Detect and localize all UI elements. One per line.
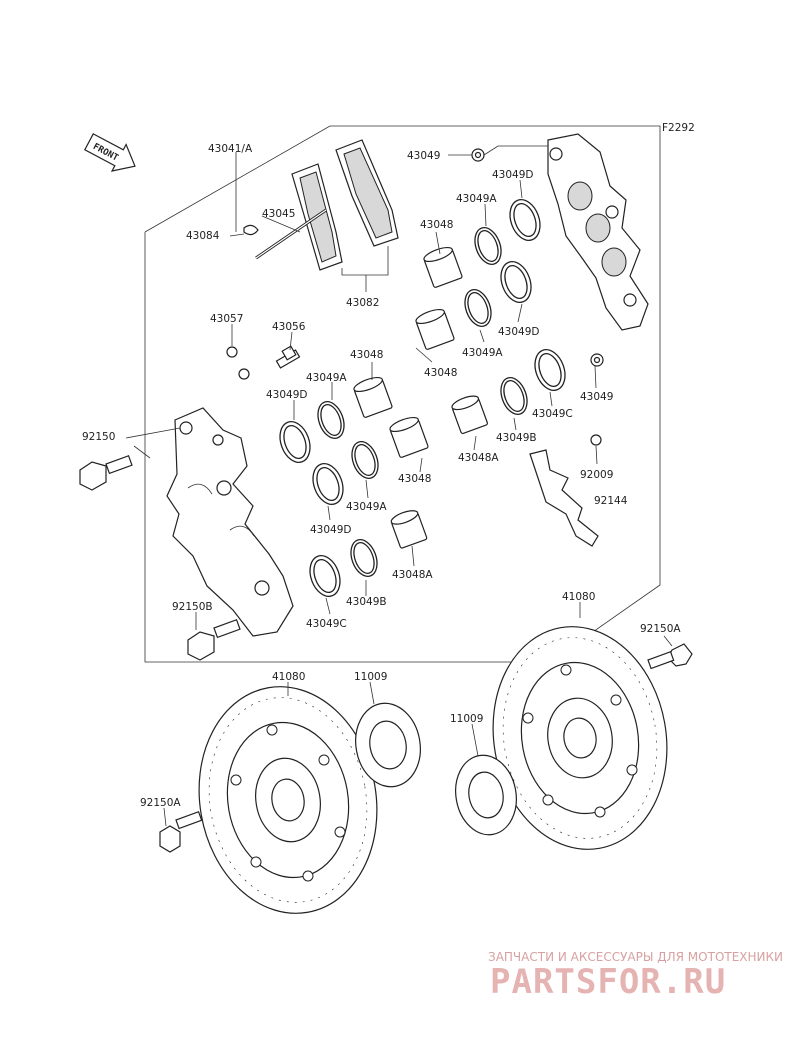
bolt-92150A-left	[159, 811, 203, 853]
label-43049D: 43049D	[498, 326, 540, 338]
bolt-92150A-right	[647, 643, 693, 670]
caliper-right-half	[547, 133, 649, 331]
caliper-left-half	[166, 407, 294, 637]
bolt-92150B	[187, 619, 241, 661]
seals-right	[464, 199, 566, 415]
pin-clip	[243, 224, 259, 236]
pad-pin	[243, 208, 327, 260]
label-43084: 43084	[186, 230, 220, 242]
brake-disc-left	[198, 686, 378, 914]
callout-labels: 43041/A 43049 43049D 43049A 43045 43084 …	[82, 143, 681, 809]
bleeder-valve	[226, 345, 301, 380]
label-11009: 11009	[450, 713, 483, 725]
label-43049A: 43049A	[346, 501, 387, 513]
label-43049A: 43049A	[456, 193, 497, 205]
label-43041A: 43041/A	[208, 143, 253, 155]
label-92009: 92009	[580, 469, 613, 481]
watermark-tagline: ЗАПЧАСТИ И АКСЕССУАРЫ ДЛЯ МОТОТЕХНИКИ	[488, 950, 783, 964]
pistons	[353, 246, 488, 549]
front-arrow-icon: FRONT	[84, 133, 136, 172]
label-43048: 43048	[420, 219, 453, 231]
label-43048A: 43048A	[392, 569, 433, 581]
label-43049C: 43049C	[306, 618, 347, 630]
label-43049: 43049	[407, 150, 440, 162]
label-43049D: 43049D	[266, 389, 308, 401]
shim-right	[455, 754, 517, 836]
shim-left	[355, 702, 421, 788]
pad-spring	[529, 434, 602, 547]
label-11009: 11009	[354, 671, 387, 683]
label-43048: 43048	[350, 349, 383, 361]
label-92150: 92150	[82, 431, 115, 443]
label-92150A: 92150A	[140, 797, 181, 809]
label-43049: 43049	[580, 391, 613, 403]
label-43049C: 43049C	[532, 408, 573, 420]
label-43082: 43082	[346, 297, 379, 309]
label-43049D: 43049D	[310, 524, 352, 536]
diagram-code: F2292	[662, 122, 695, 134]
label-92144: 92144	[594, 495, 628, 507]
brake-pads	[291, 139, 399, 276]
label-43049A: 43049A	[462, 347, 503, 359]
assembly-frame	[144, 125, 661, 663]
bolt-92150	[79, 455, 133, 491]
label-43049B: 43049B	[496, 432, 537, 444]
label-43045: 43045	[262, 208, 295, 220]
label-41080: 41080	[272, 671, 305, 683]
watermark-brand: PARTSFOR.RU	[490, 962, 726, 1002]
leader-lines	[125, 145, 673, 827]
label-43049A: 43049A	[306, 372, 347, 384]
seals-left	[279, 401, 379, 597]
label-43049B: 43049B	[346, 596, 387, 608]
label-43048A: 43048A	[458, 452, 499, 464]
label-43048: 43048	[398, 473, 431, 485]
label-41080: 41080	[562, 591, 595, 603]
label-92150A: 92150A	[640, 623, 681, 635]
label-43057: 43057	[210, 313, 243, 325]
label-43048: 43048	[424, 367, 457, 379]
label-43049D: 43049D	[492, 169, 534, 181]
label-92150B: 92150B	[172, 601, 213, 613]
brake-disc-right	[492, 626, 668, 850]
label-43056: 43056	[272, 321, 306, 333]
